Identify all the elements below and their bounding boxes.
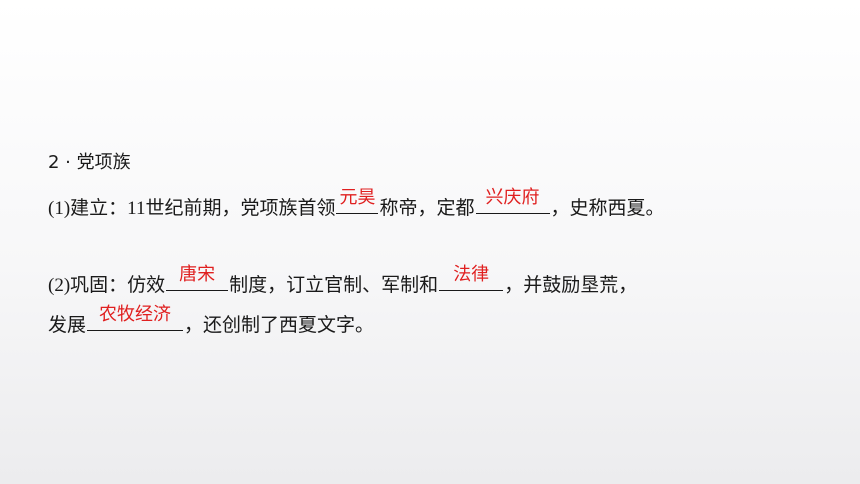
item-2-label: (2)	[48, 275, 71, 296]
item-1-text-d: ，史称西夏。	[550, 197, 665, 219]
item-1-establishment: (1)建立：11世纪前期，党项族首领元昊称帝，定都兴庆府 ，史称西夏。	[48, 188, 665, 221]
item-2-text-b: 制度，订立官制、军制和	[229, 274, 439, 296]
item-2-text-e: ，还创制了西夏文字。	[184, 314, 375, 336]
item-2-text-d: 发展	[48, 314, 87, 336]
answer-law: 法律	[453, 264, 490, 285]
answer-economy: 农牧经济	[99, 304, 172, 325]
answer-capital: 兴庆府	[485, 187, 540, 208]
section-heading-text: 2 · 党项族	[48, 152, 131, 173]
blank-leader: 元昊	[336, 188, 379, 214]
answer-system: 唐宋	[179, 264, 216, 285]
item-1-text-c: 称帝，定都	[379, 197, 475, 219]
item-2-text-c: ，并鼓励垦荒，	[504, 274, 638, 296]
item-1-label: (1)	[48, 198, 71, 219]
item-1-century: 11	[127, 198, 146, 219]
answer-leader: 元昊	[339, 187, 376, 208]
item-2-continuation: 发展农牧经济 ，还创制了西夏文字。	[48, 305, 375, 337]
section-heading: 2 · 党项族	[48, 151, 131, 175]
blank-capital: 兴庆府	[475, 188, 550, 214]
item-1-text-b: 世纪前期，党项族首领	[145, 197, 336, 219]
item-1-text-a: 建立：	[70, 197, 128, 219]
item-2-text-a: 巩固：仿效	[70, 274, 166, 296]
blank-economy: 农牧经济	[87, 305, 184, 331]
item-2-consolidation: (2)巩固：仿效唐宋制度，订立官制、军制和法律 ，并鼓励垦荒，	[48, 265, 638, 298]
blank-law: 法律	[439, 265, 504, 291]
blank-system: 唐宋	[166, 265, 229, 291]
